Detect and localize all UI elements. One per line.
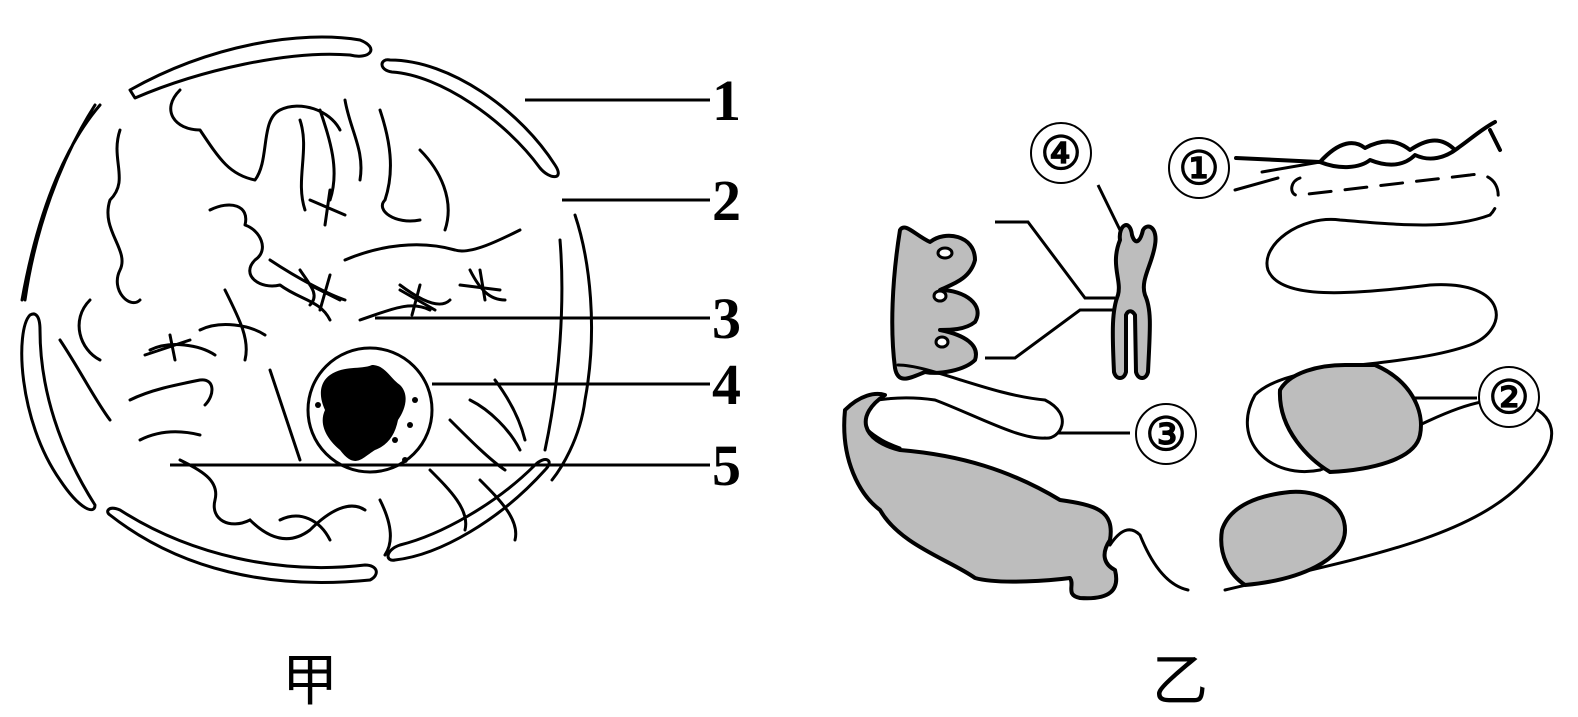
panel-b-chromatin-fiber	[1233, 120, 1502, 217]
panel-b-organelle-shape	[842, 363, 1477, 601]
caption-panel-b: 乙	[1152, 649, 1208, 714]
label-4: 4	[712, 352, 741, 417]
circled-label-1: ①	[1168, 137, 1230, 199]
label-1: 1	[712, 68, 741, 133]
panel-a-leader-lines	[170, 98, 710, 467]
label-3: 3	[712, 286, 741, 351]
panel-a-cell	[20, 35, 594, 584]
circled-label-4: ④	[1030, 122, 1092, 184]
panel-b-nucleoli-gray	[1219, 363, 1423, 587]
label-2: 2	[712, 168, 741, 233]
caption-panel-a: 甲	[282, 649, 338, 714]
circled-label-2: ②	[1478, 366, 1540, 428]
panel-b-coiled-fiber	[1223, 213, 1554, 592]
panel-b-cell-with-nuclei	[890, 220, 1115, 381]
circled-label-3: ③	[1135, 403, 1197, 465]
panel-b-chromosome	[1096, 184, 1158, 380]
label-5: 5	[712, 433, 741, 498]
